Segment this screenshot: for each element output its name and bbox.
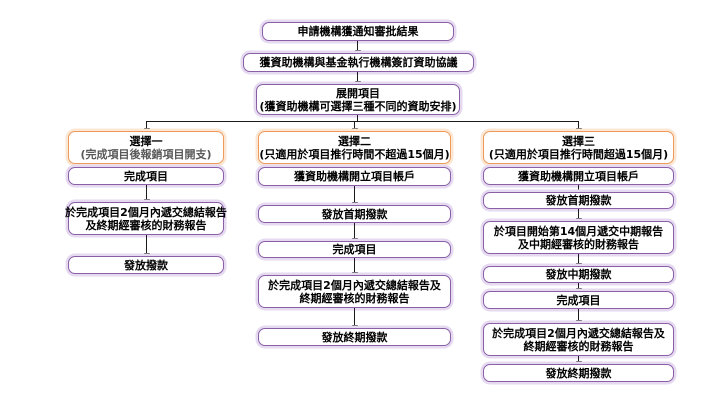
top-step-commence-project: 展開項目 (獲資助機構可選擇三種不同的資助安排) (256, 84, 460, 115)
connector-arrow (143, 235, 150, 258)
option-3-step-interim-disbursement: 發放中期撥款 (483, 266, 674, 283)
connector-arrow (143, 121, 150, 133)
option-2-step-open-account: 獲資助機構開立項目帳戶 (258, 167, 451, 186)
branch-stub-line (357, 115, 358, 122)
option-subtitle: (只適用於項目推行時間超過15個月) (488, 147, 669, 161)
option-title: 選擇一 (129, 134, 163, 148)
option-subtitle: (完成項目後報銷項目開支) (80, 147, 212, 161)
step-label: 發放中期撥款 (545, 268, 612, 281)
step-label: 完成項目 (332, 243, 377, 256)
connector-arrow (351, 223, 358, 243)
connector-arrow (143, 185, 150, 204)
option-2-step-complete-project: 完成項目 (258, 241, 451, 258)
top-step-notify-approval-result: 申請機構獲通知審批結果 (262, 22, 454, 41)
option-3-step-open-account: 獲資助機構開立項目帳戶 (483, 167, 674, 185)
step-label: 於完成項目2個月內遞交總結報告 (65, 205, 227, 219)
step-sublabel: (獲資助機構可選擇三種不同的資助安排) (259, 99, 457, 113)
step-label: 於項目開始第14個月遞交中期報告 (493, 224, 664, 238)
step-label: 發放首期撥款 (321, 207, 388, 221)
connector-arrow (351, 121, 358, 133)
option-subtitle: (只適用於項目推行時間不超過15個月) (259, 147, 450, 161)
option-3-step-first-disbursement: 發放首期撥款 (483, 192, 674, 209)
step-label: 於完成項目2個月內遞交總結報告及 (492, 326, 665, 340)
option-1-header: 選擇一 (完成項目後報銷項目開支) (68, 131, 224, 164)
option-3-header: 選擇三 (只適用於項目推行時間超過15個月) (483, 131, 674, 164)
option-3-step-complete-project: 完成項目 (483, 291, 674, 309)
connector-arrow (354, 41, 361, 55)
step-label: 展開項目 (336, 86, 380, 100)
step-label: 申請機構獲通知審批結果 (297, 25, 419, 38)
option-3-step-submit-interim-report: 於項目開始第14個月遞交中期報告 及中期經審核的財務報告 (483, 221, 674, 254)
step-label: 獲資助機構開立項目帳戶 (294, 170, 415, 183)
step-label: 完成項目 (556, 293, 601, 307)
option-2-step-submit-final-report: 於完成項目2個月內遞交總結報告及 終期經審核的財務報告 (258, 275, 451, 308)
connector-arrow (354, 72, 361, 86)
option-title: 選擇二 (338, 134, 371, 148)
step-label: 完成項目 (124, 169, 168, 183)
step-label: 發放撥款 (124, 258, 168, 272)
connector-arrow (351, 186, 358, 207)
step-label-line2: 終期經審核的財務報告 (523, 339, 634, 353)
branch-horizontal-line (146, 121, 579, 122)
connector-arrow (575, 254, 582, 268)
connector-arrow (575, 121, 582, 133)
option-3-step-submit-final-report: 於完成項目2個月內遞交總結報告及 終期經審核的財務報告 (483, 323, 674, 356)
option-2-step-first-disbursement: 發放首期撥款 (258, 205, 451, 223)
step-label: 獲資助機構與基金執行機構簽訂資助協議 (259, 56, 458, 69)
step-label: 發放首期撥款 (545, 194, 612, 207)
connector-arrow (351, 308, 358, 330)
option-1-step-complete-project: 完成項目 (68, 167, 224, 185)
option-title: 選擇三 (562, 134, 595, 148)
connector-arrow (575, 185, 582, 195)
step-label: 獲資助機構開立項目帳戶 (518, 169, 639, 183)
step-label-line2: 及中期經審核的財務報告 (518, 237, 639, 251)
option-1-step-disburse-grant: 發放撥款 (68, 256, 224, 274)
step-label: 於完成項目2個月內遞交總結報告及 (268, 278, 441, 292)
connector-arrow (575, 356, 582, 366)
step-label-line2: 及終期經審核的財務報告 (85, 218, 207, 232)
step-label: 發放終期撥款 (321, 330, 388, 344)
top-step-sign-agreement: 獲資助機構與基金執行機構簽訂資助協議 (243, 53, 474, 72)
option-3-step-final-disbursement: 發放終期撥款 (483, 364, 674, 382)
connector-arrow (575, 283, 582, 293)
option-1-step-submit-final-report: 於完成項目2個月內遞交總結報告 及終期經審核的財務報告 (65, 202, 227, 235)
option-2-header: 選擇二 (只適用於項目推行時間不超過15個月) (258, 131, 451, 164)
connector-arrow (575, 309, 582, 325)
step-label: 發放終期撥款 (545, 366, 612, 380)
connector-arrow (351, 258, 358, 277)
connector-arrow (575, 209, 582, 223)
step-label-line2: 終期經審核的財務報告 (299, 291, 410, 305)
option-2-step-final-disbursement: 發放終期撥款 (258, 328, 451, 346)
